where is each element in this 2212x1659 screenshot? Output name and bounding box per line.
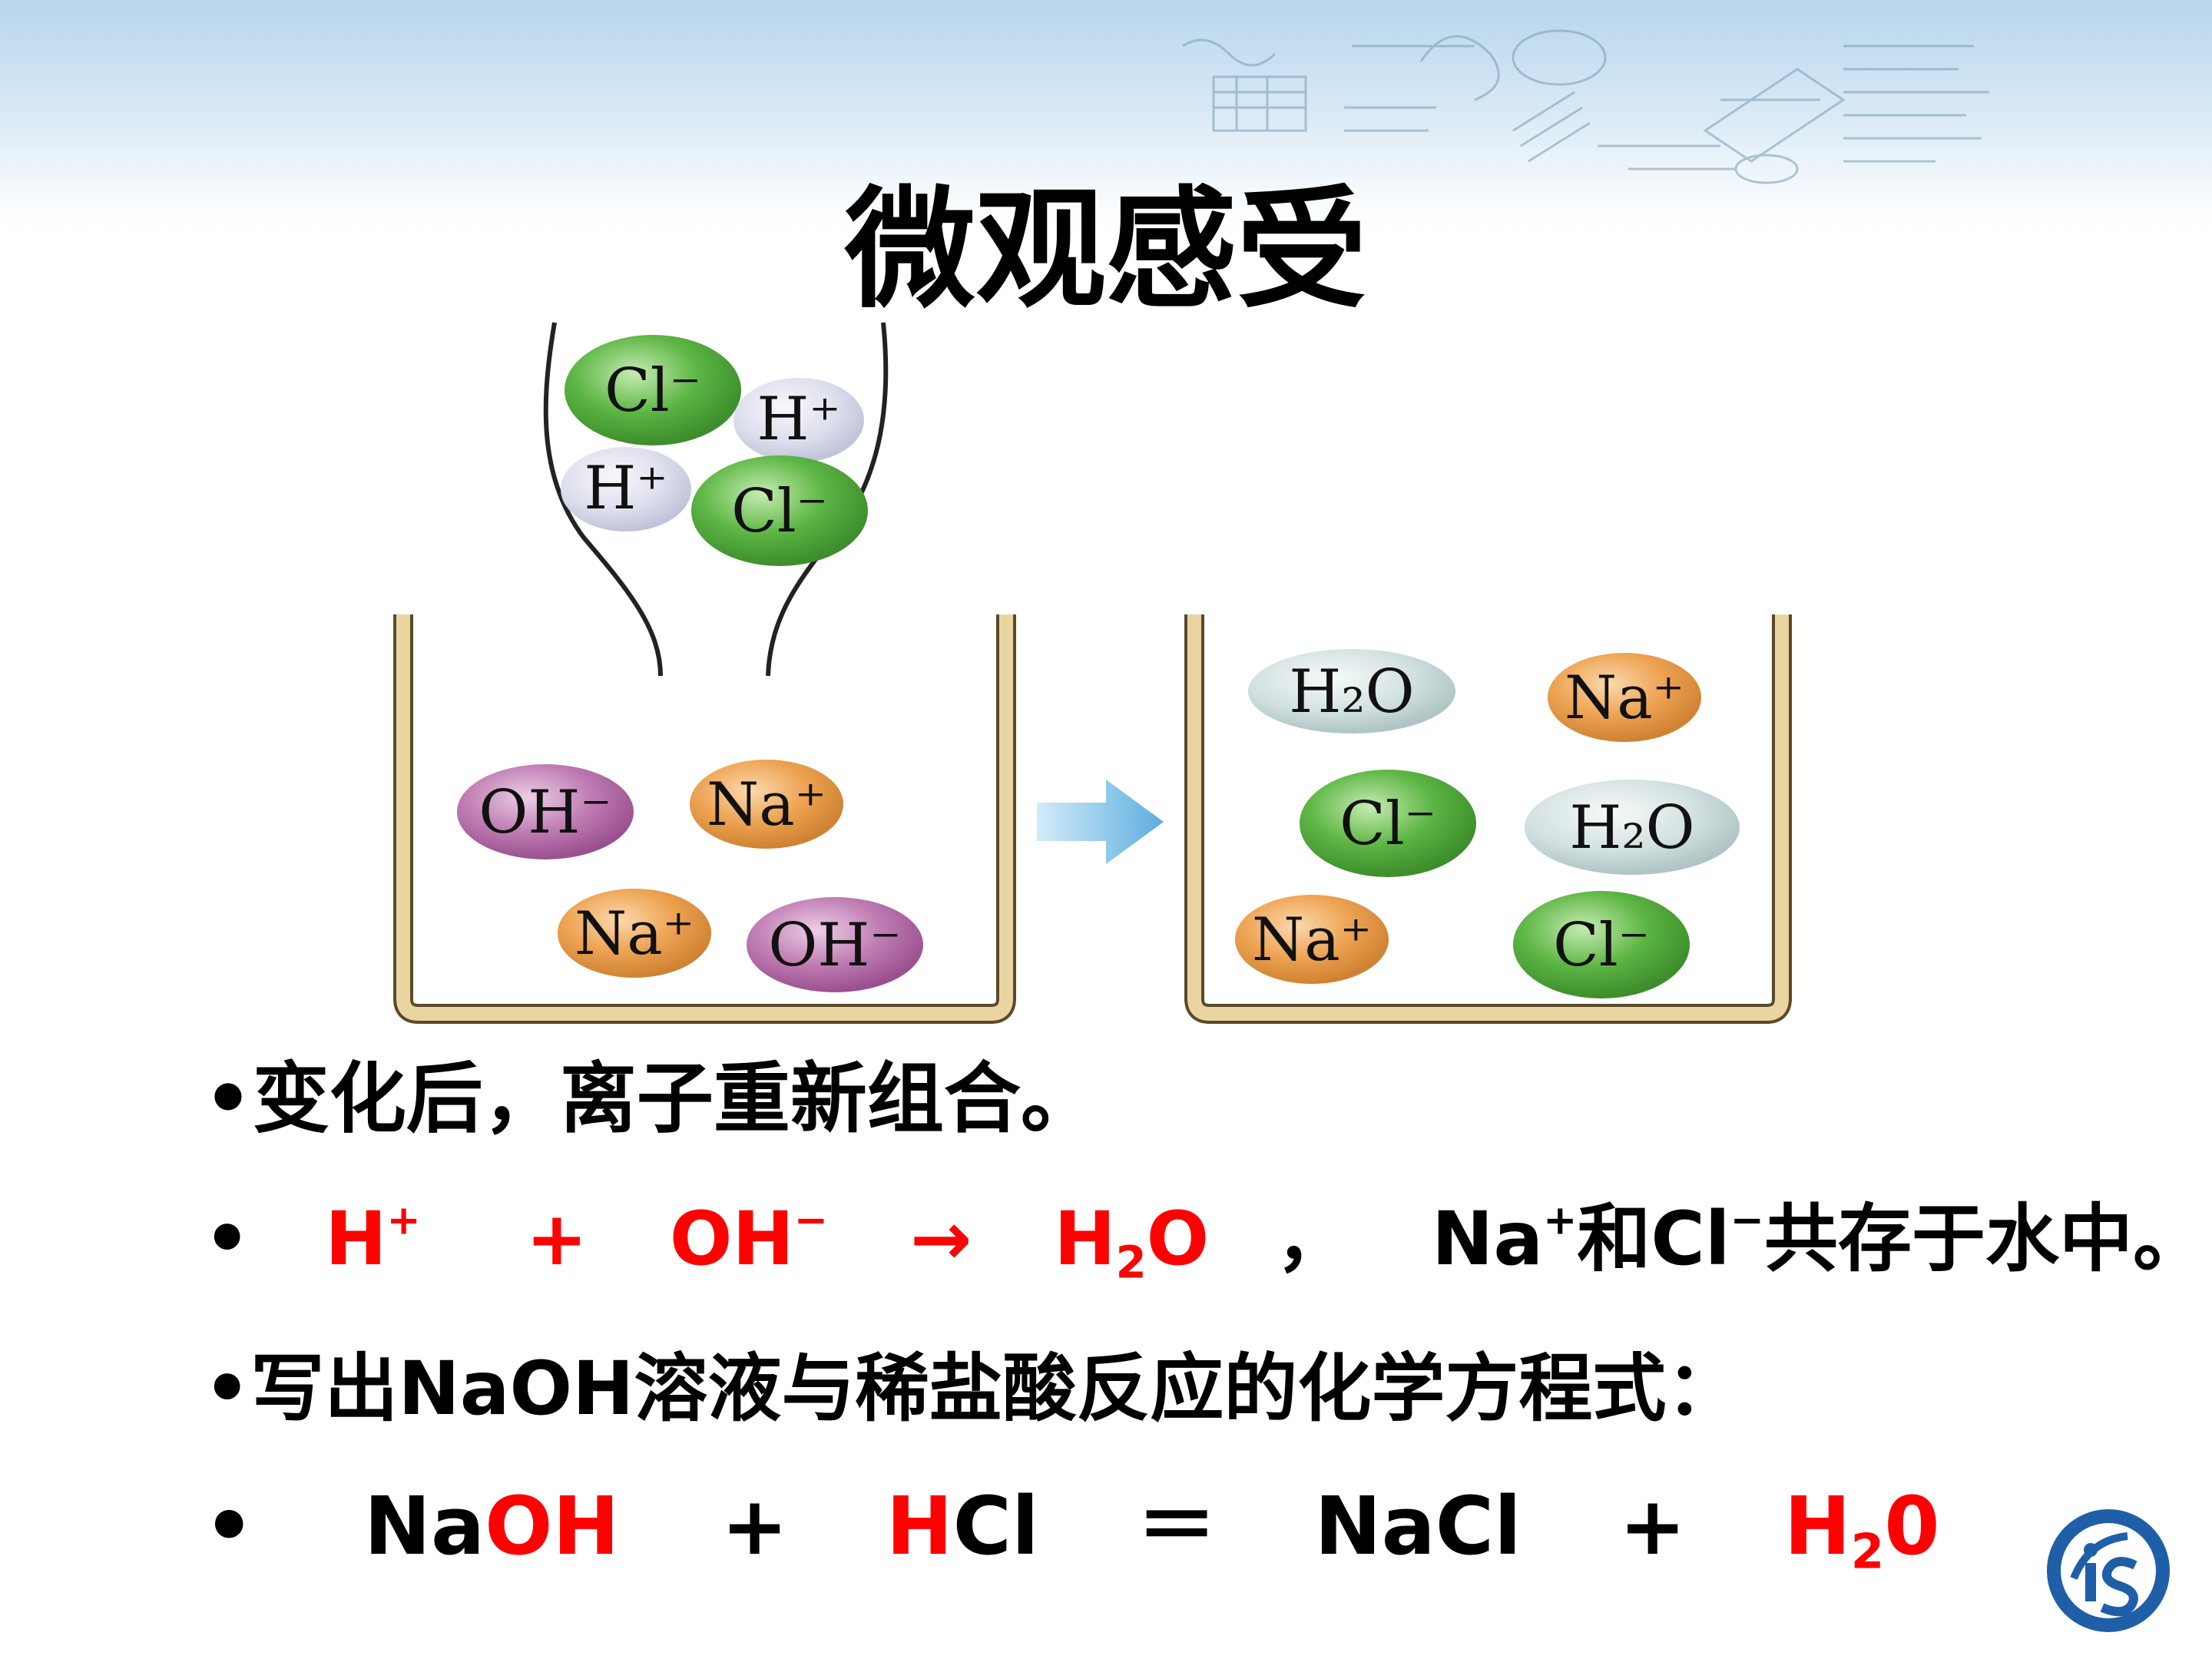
plus-sign: +	[525, 1196, 588, 1282]
bullet-text: 变化后，离子重新组合。	[252, 1053, 1098, 1144]
ion-oh: OH⁻	[747, 897, 923, 992]
bullet-dot: •	[204, 1196, 251, 1282]
cl-ion: Cl−	[1651, 1196, 1764, 1282]
ion-label: Na⁺	[575, 899, 694, 969]
beaker-left	[393, 614, 1016, 1024]
bullet-dot: •	[204, 1346, 251, 1432]
ion-label: Na⁺	[1252, 906, 1372, 975]
ion-cl: Cl⁻	[691, 455, 868, 566]
plus-sign: +	[1619, 1479, 1687, 1573]
bullet-ionic-equation: • H+ + OH− → H2O ， Na+和Cl−共存于水中。	[204, 1200, 2207, 1285]
ion-na: Na⁺	[558, 889, 711, 978]
ion-label: Na⁺	[707, 770, 826, 839]
comma: ，	[1276, 1196, 1350, 1282]
math-scribbles-decoration	[1182, 29, 1989, 184]
hcl: HCl	[886, 1479, 1039, 1573]
ion-na: Na⁺	[1548, 653, 1701, 742]
bullet-chemical-equation: • NaOH + HCl ＝ NaCl + H20	[204, 1486, 1940, 1575]
water-formula: H2O	[1054, 1196, 1210, 1289]
ion-h: H⁺	[733, 378, 864, 462]
na-ion: Na+	[1431, 1196, 1578, 1282]
ion-h: H⁺	[561, 447, 691, 531]
oh-ion: OH−	[669, 1196, 829, 1282]
molecule-label: H₂O	[1289, 657, 1414, 727]
and-word: 和	[1577, 1196, 1651, 1282]
ion-label: Cl⁻	[731, 477, 828, 546]
equals-sign: ＝	[1137, 1479, 1217, 1573]
naoh: NaOH	[363, 1479, 620, 1573]
task-suffix: 溶液与稀盐酸反应的化学方程式：	[634, 1346, 1740, 1432]
bullet-task: •写出NaOH溶液与稀盐酸反应的化学方程式：	[204, 1352, 1740, 1426]
nacl: NaCl	[1314, 1479, 1522, 1573]
ion-label: H⁺	[584, 454, 667, 523]
h-ion: H+	[325, 1196, 421, 1282]
ion-label: OH⁻	[478, 778, 611, 847]
bullet-recombination: •变化后，离子重新组合。	[204, 1060, 1098, 1137]
ion-cl: Cl⁻	[565, 335, 741, 445]
ion-oh: OH⁻	[457, 764, 634, 859]
naoh-formula: NaOH	[398, 1346, 634, 1432]
reaction-arrow	[1037, 780, 1164, 864]
publisher-logo	[2047, 1509, 2170, 1632]
ion-cl: Cl⁻	[1513, 891, 1690, 998]
task-prefix: 写出	[250, 1346, 399, 1432]
water-product: H20	[1783, 1479, 1940, 1580]
ion-cl: Cl⁻	[1300, 770, 1476, 877]
bullet-dot: •	[204, 1479, 255, 1573]
molecule-h2o: H₂O	[1248, 649, 1455, 733]
molecule-h2o: H₂O	[1525, 780, 1740, 875]
molecule-label: H₂O	[1569, 793, 1694, 863]
reaction-arrow-text: →	[909, 1196, 972, 1282]
coexist-text: 共存于水中。	[1763, 1196, 2207, 1282]
ion-label: H⁺	[757, 385, 840, 454]
neutralization-diagram: Cl⁻ H⁺ H⁺ Cl⁻ OH⁻ Na⁺ Na⁺ OH⁻	[393, 322, 1792, 1024]
ion-label: Na⁺	[1565, 664, 1684, 733]
beaker-right	[1184, 614, 1792, 1024]
ion-na: Na⁺	[690, 760, 843, 849]
page-title: 微观感受	[844, 173, 1367, 326]
ion-label: Cl⁻	[604, 356, 701, 426]
plus-sign: +	[721, 1479, 789, 1573]
ion-na: Na⁺	[1235, 895, 1389, 984]
ion-label: Cl⁻	[1339, 790, 1436, 859]
bullet-dot: •	[204, 1053, 253, 1144]
ion-label: OH⁻	[768, 911, 901, 980]
ion-label: Cl⁻	[1553, 911, 1650, 980]
